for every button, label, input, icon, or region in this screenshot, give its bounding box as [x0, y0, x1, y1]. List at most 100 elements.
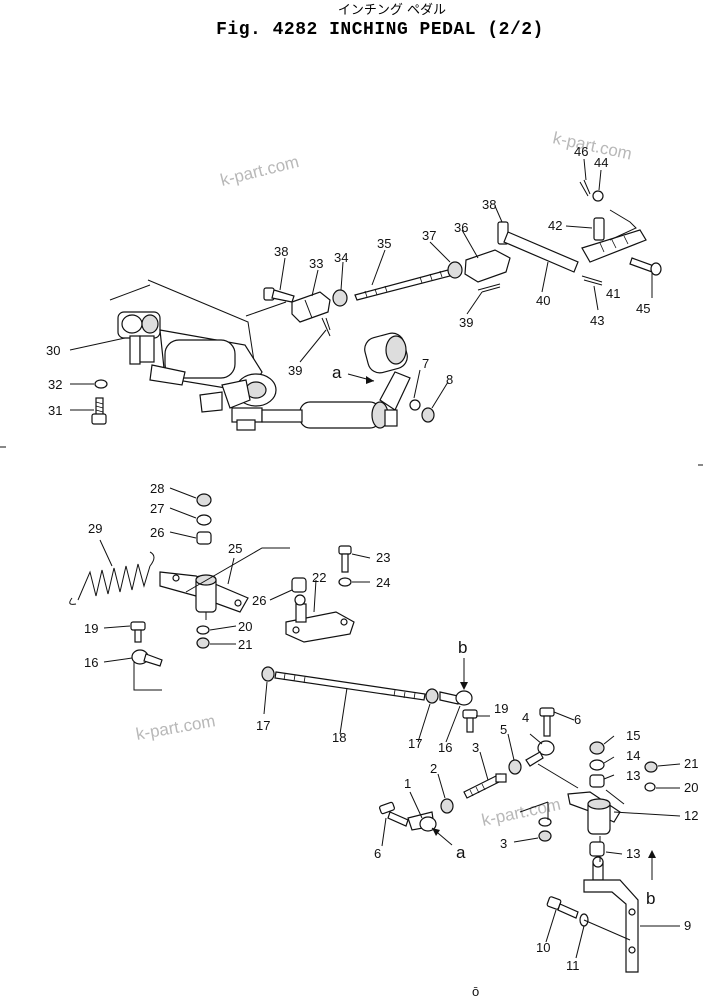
alignment-line [537, 763, 579, 789]
bushing-part-26 [196, 531, 212, 545]
bracket-part-9 [583, 856, 639, 973]
cotter-pin-part-46 [579, 179, 591, 197]
callout-8: 8 [446, 372, 453, 387]
callout-29: 29 [88, 521, 102, 536]
callout-38: 38 [482, 197, 496, 212]
nut-part-21 [644, 761, 658, 773]
cotter-pin-part-39 [321, 317, 331, 337]
watermark: k-part.com [134, 711, 216, 744]
nut-part-28 [196, 493, 212, 507]
nut-part-37 [447, 261, 463, 279]
figure-title: Fig. 4282 INCHING PEDAL (2/2) [216, 20, 544, 40]
leader-lines-lower-left [99, 487, 461, 743]
callout-19: 19 [494, 701, 508, 716]
stud-part-3 [463, 773, 507, 799]
bolt-part-6 [379, 801, 409, 827]
callout-30: 30 [46, 343, 60, 358]
bracket-part-30 [117, 311, 161, 365]
rod-end-part-1 [407, 811, 437, 832]
callout-6: 6 [574, 712, 581, 727]
callout-43: 43 [590, 313, 604, 328]
arrowhead [366, 376, 374, 384]
callout-20: 20 [238, 619, 252, 634]
callout-22: 22 [312, 570, 326, 585]
rod-end-part-4 [525, 740, 555, 767]
leader-lines-lower-right [381, 711, 681, 959]
callout-a: a [332, 363, 342, 382]
washer-part-20 [196, 625, 210, 635]
pedal-shaft-housing [149, 329, 277, 431]
callout-26: 26 [252, 593, 266, 608]
callout-18: 18 [332, 730, 346, 745]
callout-3: 3 [500, 836, 507, 851]
callout-23: 23 [376, 550, 390, 565]
callout-6: 6 [374, 846, 381, 861]
bushing-part-13 [589, 841, 605, 857]
callout-45: 45 [636, 301, 650, 316]
footer-mark: ō [472, 984, 479, 998]
bolt-part-42 [593, 217, 605, 241]
nut-part-8 [421, 407, 435, 423]
callout-7: 7 [422, 356, 429, 371]
rod-part-35 [354, 269, 451, 301]
rod-end-part-16 [131, 649, 163, 667]
callout-17: 17 [408, 736, 422, 751]
bolt-part-31 [91, 397, 107, 425]
frame-outline [109, 284, 151, 301]
callout-b: b [646, 889, 655, 908]
callout-2: 2 [430, 761, 437, 776]
callout-5: 5 [500, 722, 507, 737]
washer [538, 817, 552, 827]
nut-part-5 [508, 759, 522, 775]
callout-42: 42 [548, 218, 562, 233]
callout-26: 26 [150, 525, 164, 540]
bracket-part-22 [285, 594, 355, 643]
callout-19: 19 [84, 621, 98, 636]
pin-head [650, 262, 662, 276]
clevis-part-36 [464, 249, 511, 283]
clevis-part-33 [291, 291, 331, 323]
callout-11: 11 [566, 958, 580, 973]
washer-part-20 [644, 782, 656, 792]
arrowhead [648, 850, 656, 858]
upper-assembly: 46 44 42 38 36 41 45 43 40 39 37 35 34 3… [46, 144, 662, 431]
callout-27: 27 [150, 501, 164, 516]
callout-21: 21 [684, 756, 698, 771]
alignment-line [133, 662, 162, 691]
callout-a: a [456, 843, 466, 862]
nut-part-3 [538, 830, 552, 842]
nut-part-34 [332, 289, 348, 307]
nut-part-15 [589, 741, 605, 755]
callout-13: 13 [626, 768, 640, 783]
pin-part-45 [629, 257, 655, 273]
callout-4: 4 [522, 710, 529, 725]
bolt-part-19 [130, 621, 146, 643]
nut-part-21 [196, 637, 210, 649]
bolt-part-23 [338, 545, 352, 573]
arrowhead [432, 828, 440, 836]
callout-35: 35 [377, 236, 391, 251]
lever-part-25 [159, 571, 249, 620]
callout-21: 21 [238, 637, 252, 652]
callout-38: 38 [274, 244, 288, 259]
lever-part-12 [567, 789, 625, 835]
callout-46: 46 [574, 144, 588, 159]
callout-9: 9 [684, 918, 691, 933]
nut-part-17 [261, 666, 275, 682]
callout-25: 25 [228, 541, 242, 556]
callout-12: 12 [684, 808, 698, 823]
callout-36: 36 [454, 220, 468, 235]
callout-34: 34 [334, 250, 348, 265]
callout-16: 16 [438, 740, 452, 755]
bushing-part-26 [291, 577, 307, 593]
callout-44: 44 [594, 155, 608, 170]
lower-left-assembly: 28 27 26 29 25 23 22 24 26 19 20 21 16 1… [69, 481, 473, 755]
callout-1: 1 [404, 776, 411, 791]
callout-31: 31 [48, 403, 62, 418]
bolt-part-19 [462, 709, 478, 733]
callout-20: 20 [684, 780, 698, 795]
callout-37: 37 [422, 228, 436, 243]
callout-14: 14 [626, 748, 640, 763]
callout-24: 24 [376, 575, 390, 590]
